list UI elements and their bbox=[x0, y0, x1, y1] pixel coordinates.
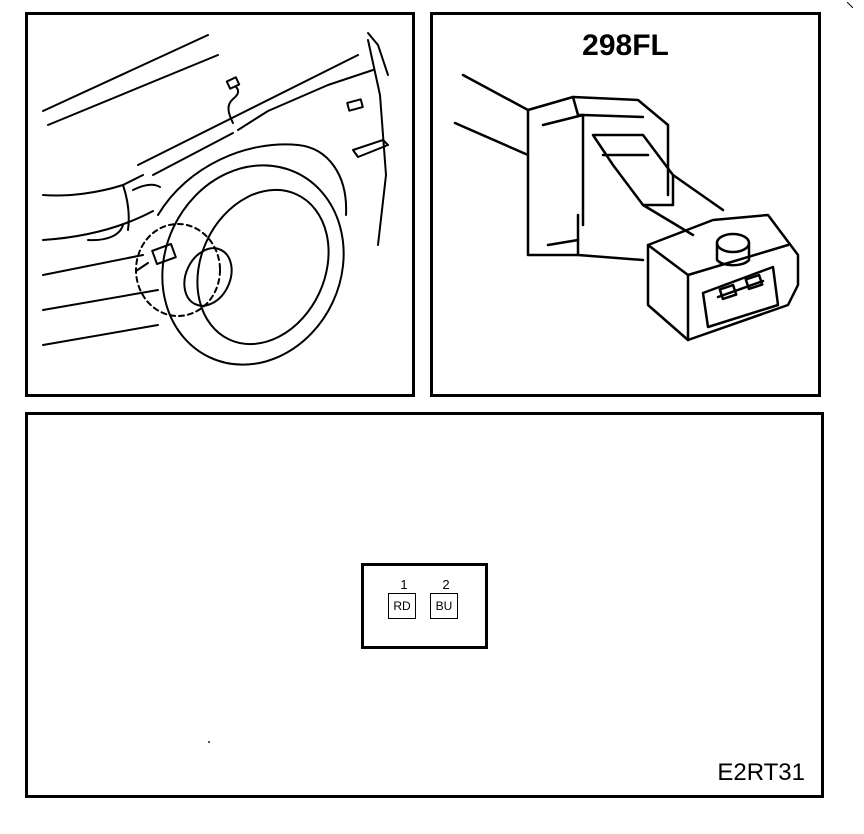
pin-number: 1 bbox=[400, 577, 408, 592]
pin-wire-color: RD bbox=[388, 593, 416, 619]
pin-2: 2 BU bbox=[430, 578, 462, 619]
vehicle-front-corner-illustration bbox=[42, 32, 389, 366]
corner-tick-mark bbox=[847, 2, 853, 8]
pin-1: 1 RD bbox=[388, 578, 420, 619]
connector-illustration bbox=[453, 73, 800, 342]
connector-id: 298FL bbox=[582, 29, 669, 62]
stray-dot bbox=[208, 741, 210, 743]
diagram-code: E2RT31 bbox=[717, 759, 805, 786]
connector-panel: 298FL bbox=[430, 12, 821, 397]
vehicle-location-panel bbox=[25, 12, 415, 397]
pin-number: 2 bbox=[442, 577, 450, 592]
pin-wire-color: BU bbox=[430, 593, 458, 619]
pinout-panel: 1 RD 2 BU E2RT31 bbox=[25, 412, 824, 798]
connector-pin-face: 1 RD 2 BU bbox=[361, 563, 488, 649]
